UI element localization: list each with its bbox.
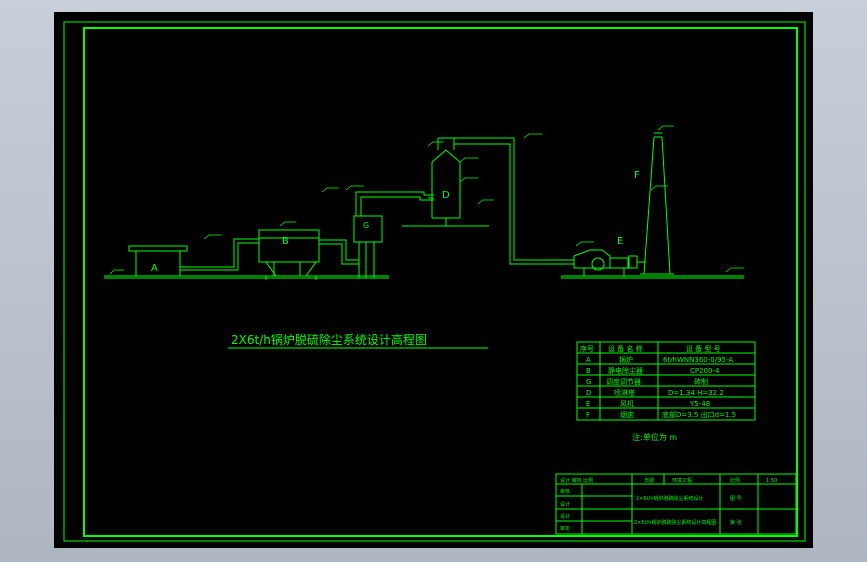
table-header-name: 设 备 名 称 — [608, 344, 643, 353]
equipment-table-grid — [576, 341, 756, 421]
fan-e — [573, 249, 646, 276]
flue-pipe-a-b — [180, 238, 259, 271]
chimney-f — [640, 132, 674, 275]
flue-pipe-b-g — [319, 239, 359, 277]
title-block-cell: 2×6t/h锅炉脱硫除尘系统设计 — [636, 495, 703, 502]
title-block-cell: 图 号 — [730, 496, 742, 502]
table-header-index: 序号 — [580, 344, 594, 353]
title-block-cell: 设计 — [560, 501, 570, 508]
table-row-model: CP200-4 — [690, 367, 720, 375]
drawing-canvas: A B G D E F 2X6t/h锅炉脱硫除尘系统设计高程图 序号 设 备 名… — [63, 21, 806, 542]
table-row-index: F — [586, 411, 590, 419]
title-block-cell: 环境工程 — [672, 477, 692, 484]
table-row-index: B — [586, 367, 591, 375]
table-row-name: 风机 — [620, 399, 634, 408]
title-block-cell: 日期 — [644, 478, 654, 484]
flue-pipe-g-d — [355, 191, 434, 216]
label-a: A — [151, 263, 158, 274]
units-note: 注:单位为 m — [632, 432, 677, 442]
spray-tower-d — [428, 138, 461, 226]
title-block-cell: 第 张 — [730, 519, 742, 526]
table-row-name: 静电除尘器 — [608, 366, 643, 375]
title-block-cell: 比例 — [730, 477, 740, 484]
label-g: G — [363, 221, 369, 230]
label-b: B — [282, 236, 289, 247]
table-row-model: 砖制 — [694, 377, 708, 386]
table-row-name: 锅炉 — [619, 355, 633, 364]
drawing-title: 2X6t/h锅炉脱硫除尘系统设计高程图 — [231, 332, 427, 347]
table-row-name: 烟囱 — [620, 410, 634, 419]
title-block-grid — [555, 473, 797, 535]
label-d: D — [442, 190, 450, 201]
title-block-cell: 设计 — [560, 513, 570, 520]
elevation-markers — [109, 125, 744, 275]
flue-pipe-d-e — [438, 137, 574, 265]
title-block-cell: 设计 审核 比例 — [560, 477, 593, 484]
table-row-index: G — [586, 378, 591, 386]
label-f: F — [634, 170, 640, 181]
table-row-model: 底部D=3.5 出口d=1.5 — [662, 410, 736, 419]
title-block-cell: 2×6t/h锅炉脱硫除尘系统设计高程图 — [634, 519, 716, 526]
cad-viewport[interactable]: A B G D E F 2X6t/h锅炉脱硫除尘系统设计高程图 序号 设 备 名… — [54, 12, 813, 548]
outer-border — [63, 21, 806, 542]
table-row-index: E — [586, 400, 590, 408]
precipitator-b — [258, 229, 320, 280]
table-row-name: 调度调节器 — [606, 377, 641, 386]
title-block-cell: 审定 — [560, 525, 570, 532]
table-row-name: 喷淋塔 — [614, 388, 635, 397]
table-row-index: D — [586, 389, 591, 397]
boiler-a — [128, 245, 188, 277]
table-header-model: 设 备 型 号 — [686, 344, 721, 353]
title-block-cell: 1:50 — [766, 478, 777, 484]
table-row-model: D=1.34 H=32.2 — [668, 389, 724, 397]
table-row-index: A — [586, 356, 591, 364]
inner-border — [83, 27, 798, 537]
label-e: E — [617, 236, 623, 247]
title-block-cell: 审核 — [560, 488, 570, 495]
table-row-model: Y5-48 — [689, 400, 710, 408]
table-row-model: 6t/hWNN360-0/95-A — [663, 356, 733, 364]
regulator-g — [353, 215, 383, 278]
